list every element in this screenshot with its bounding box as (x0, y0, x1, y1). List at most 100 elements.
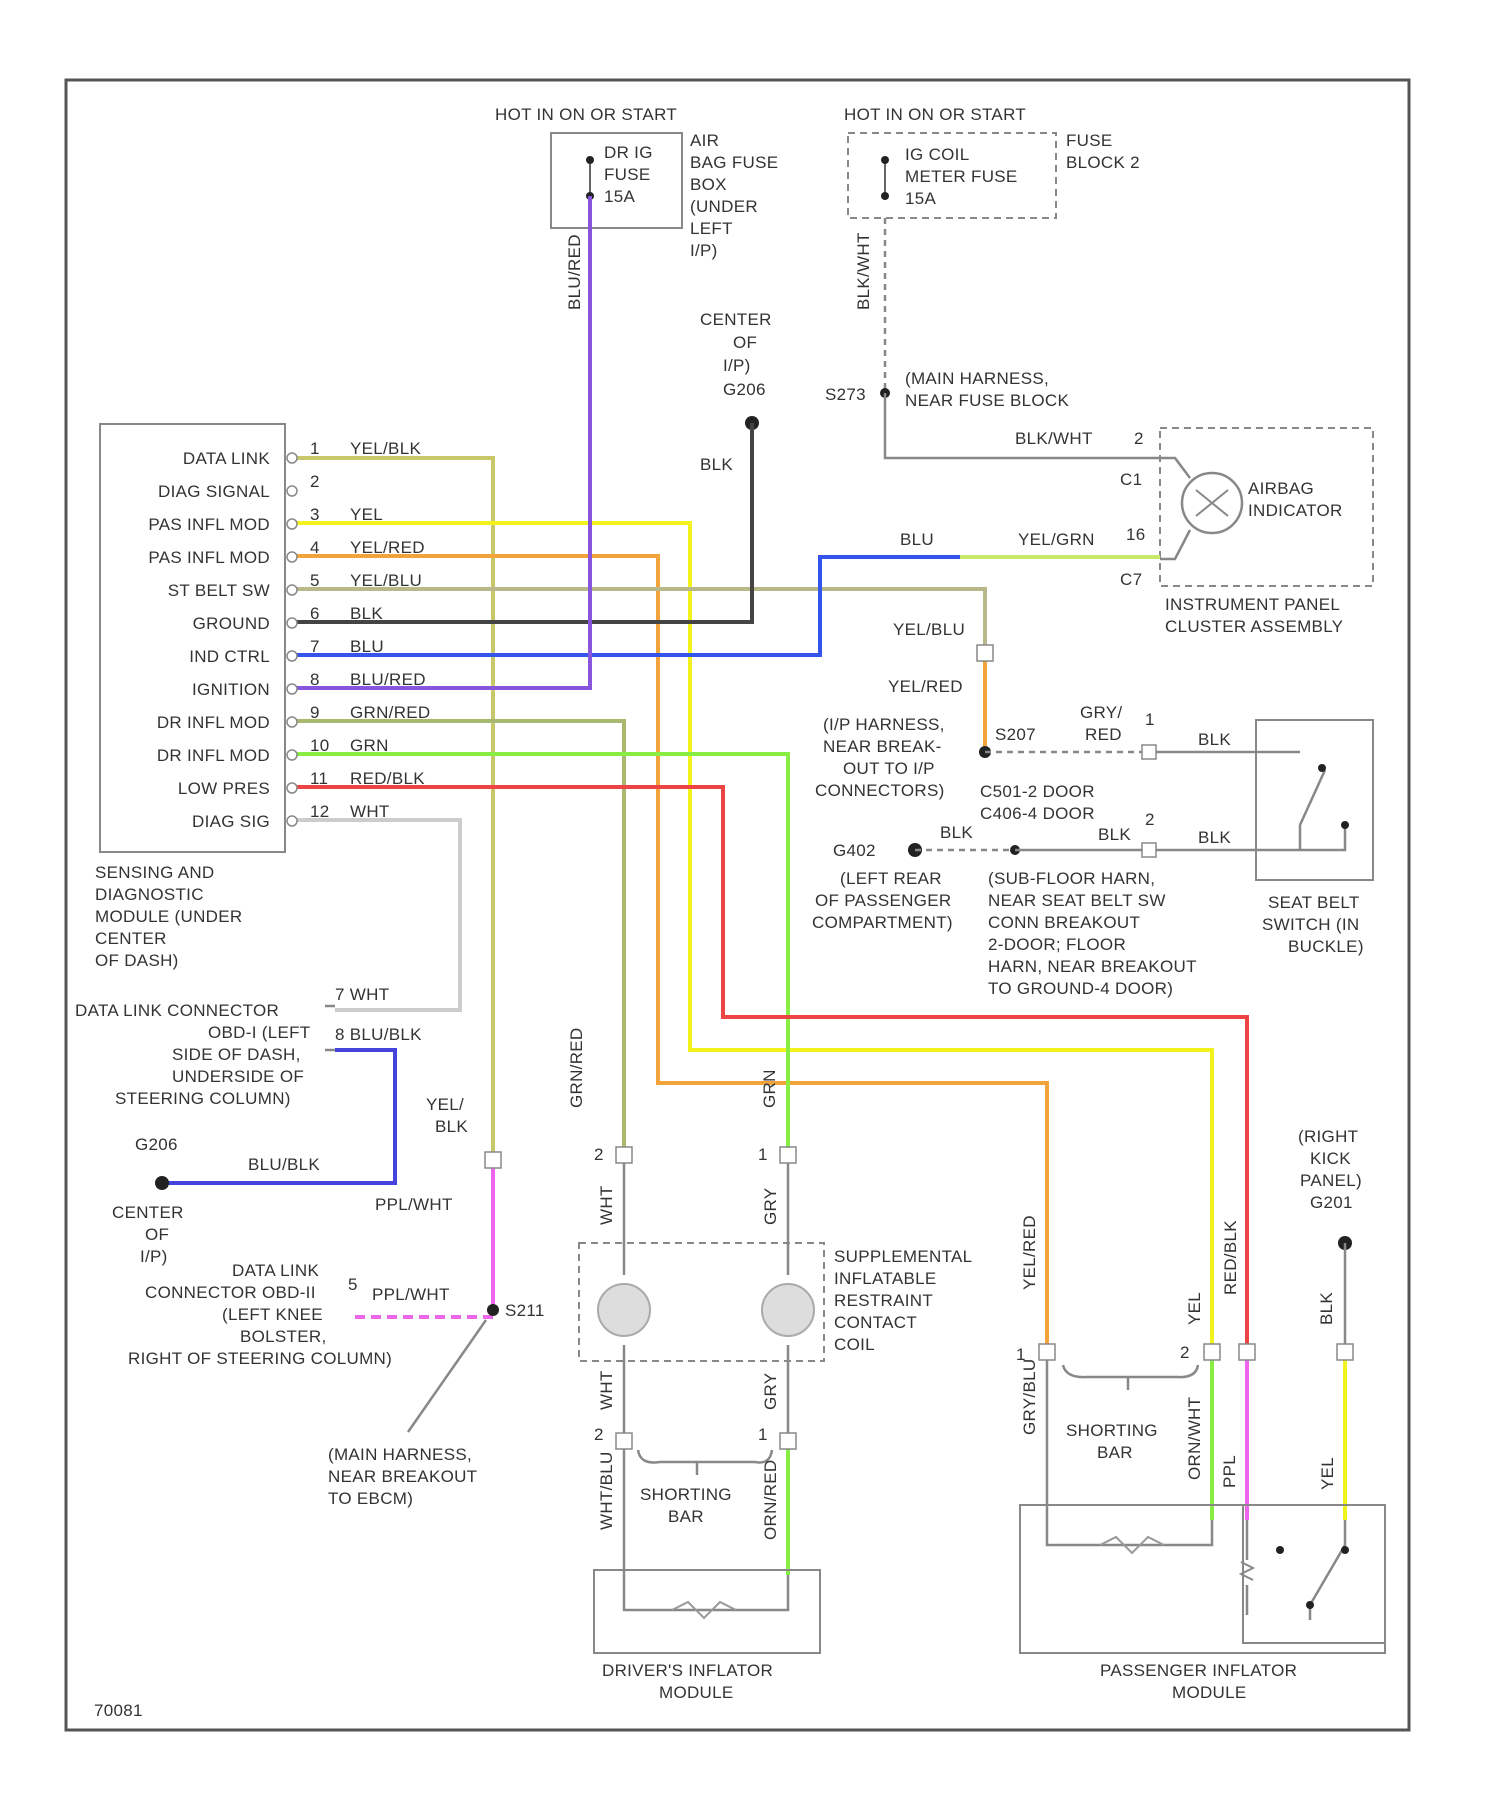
dlc-pin8: 8 BLU/BLK (335, 1025, 422, 1044)
g206-top-l1: CENTER (700, 310, 772, 329)
pass-shorting-l2: BAR (1097, 1443, 1133, 1462)
module-pin-terminal (287, 585, 297, 595)
seatbelt-switch-pivot (1318, 764, 1326, 772)
indicator-pin-c7: C7 (1120, 570, 1142, 589)
seatbelt-pin2: 2 (1145, 810, 1155, 829)
pass-switch-contact-2 (1306, 1601, 1314, 1609)
ground-g206-left (155, 1176, 169, 1190)
driver-module-l2: MODULE (659, 1683, 734, 1702)
driver-shorting-l1: SHORTING (640, 1485, 732, 1504)
dlc-left-l2: OBD-I (LEFT (208, 1023, 310, 1042)
fuse-r-l1: IG COIL (905, 145, 969, 164)
contact-coil-left-icon (598, 1284, 650, 1336)
g402-id: G402 (833, 841, 876, 860)
module-pin-label: IGNITION (192, 680, 270, 699)
floor-label-l5: HARN, NEAR BREAKOUT (988, 957, 1197, 976)
pass-wire-gry-blu: GRY/BLU (1020, 1359, 1039, 1435)
driver-shorting-l2: BAR (668, 1507, 704, 1526)
seatbelt-c-l2: C406-4 DOOR (980, 804, 1095, 823)
module-caption-l2: DIAGNOSTIC (95, 885, 204, 904)
seatbelt-harness-l4: CONNECTORS) (815, 781, 945, 800)
pass-switch-wires (1247, 1520, 1345, 1620)
module-pin-label: DATA LINK (183, 449, 270, 468)
module-pin-label: IND CTRL (189, 647, 270, 666)
box-label-l1: AIR (690, 131, 719, 150)
yel-blk-drop-l1: YEL/ (426, 1095, 464, 1114)
fuse-contact-top (586, 156, 594, 164)
floor-label-l1: (SUB-FLOOR HARN, (988, 869, 1155, 888)
pass-ground-l3: PANEL) (1300, 1171, 1362, 1190)
dlc-right-l5: RIGHT OF STEERING COLUMN) (128, 1349, 392, 1368)
wire-yel-blu (292, 589, 985, 645)
yel-blk-drop-l2: BLK (435, 1117, 468, 1136)
driver-pin-top-1: 1 (758, 1145, 768, 1164)
pass-wire-yel-lower: YEL (1318, 1457, 1337, 1490)
g206-left-l2: OF (145, 1225, 169, 1244)
driver-wht-label-2: WHT (597, 1370, 616, 1410)
seatbelt-blk-bottom: BLK (1198, 828, 1231, 847)
driver-connector-top-2 (616, 1147, 632, 1163)
floor-label-l3: CONN BREAKOUT (988, 913, 1140, 932)
dlc-right-pin: 5 (348, 1275, 358, 1294)
g206-top-l3: I/P) (723, 356, 751, 375)
indicator-lead-top (1160, 458, 1190, 478)
module-pin-group: DATA LINK1YEL/BLKDIAG SIGNAL2PAS INFL MO… (148, 439, 430, 831)
indicator-label-l1: AIRBAG (1248, 479, 1314, 498)
dlc-right-wire: PPL/WHT (372, 1285, 450, 1304)
module-caption-l5: OF DASH) (95, 951, 179, 970)
splice-s211-id: S211 (505, 1301, 545, 1320)
g206-top-l2: OF (733, 333, 757, 352)
pass-switch-contact (1276, 1546, 1284, 1554)
module-pin-terminal (287, 552, 297, 562)
dlc-left-l4: UNDERSIDE OF (172, 1067, 304, 1086)
seat-belt-switch (1256, 720, 1373, 880)
pass-wire-blk: BLK (1317, 1292, 1336, 1325)
pass-ground-connector (1337, 1344, 1353, 1360)
pass-module-l1: PASSENGER INFLATOR (1100, 1661, 1297, 1680)
module-pin-terminal (287, 717, 297, 727)
driver-gry-label-2: GRY (761, 1373, 780, 1410)
fuse-r-contact-top (881, 156, 889, 164)
yel-blk-connector (485, 1152, 501, 1168)
fuse-block-label-l1: FUSE (1066, 131, 1113, 150)
cluster-label-l1: INSTRUMENT PANEL (1165, 595, 1340, 614)
seat-belt-switch-contacts (1256, 752, 1345, 850)
g206-left-l1: CENTER (112, 1203, 184, 1222)
module-pin-label: PAS INFL MOD (148, 515, 270, 534)
floor-blk: BLK (1098, 825, 1131, 844)
box-label-l5: LEFT (690, 219, 733, 238)
seatbelt-switch-l2: SWITCH (IN (1262, 915, 1359, 934)
module-pin-terminals (287, 453, 297, 826)
wire-label-blu-red: BLU/RED (565, 234, 584, 310)
seatbelt-connector (977, 645, 993, 661)
dlc-left-l3: SIDE OF DASH, (172, 1045, 301, 1064)
s211-note-l1: (MAIN HARNESS, (328, 1445, 472, 1464)
wire-label-yel-grn: YEL/GRN (1018, 530, 1095, 549)
pass-switch-pivot (1341, 1546, 1349, 1554)
floor-label-l2: NEAR SEAT BELT SW (988, 891, 1166, 910)
module-pin-terminal (287, 684, 297, 694)
wire-group (162, 196, 1345, 1575)
module-pin-label: DIAG SIG (192, 812, 270, 831)
dlc-left-l1: DATA LINK CONNECTOR (75, 1001, 279, 1020)
dlc-right-l2: CONNECTOR OBD-II (145, 1283, 316, 1302)
g206-left-l3: I/P) (140, 1247, 168, 1266)
driver-connector-bottom-2 (616, 1433, 632, 1449)
splice-s207-id: S207 (995, 725, 1036, 744)
pass-wire-yel-red: YEL/RED (1020, 1215, 1039, 1290)
g206-top-l4: G206 (723, 380, 766, 399)
wire-yel (292, 523, 1212, 1344)
fuse-r-l2: METER FUSE (905, 167, 1018, 186)
seatbelt-blk-top: BLK (1198, 730, 1231, 749)
box-label-l2: BAG FUSE (690, 153, 778, 172)
pass-ground-l1: (RIGHT (1298, 1127, 1358, 1146)
driver-inflator-module (594, 1570, 820, 1653)
seatbelt-yel-blu: YEL/BLU (893, 620, 965, 639)
dlc-left-l5: STEERING COLUMN) (115, 1089, 291, 1108)
wire-label-blk-g206: BLK (700, 455, 733, 474)
seatbelt-c-l1: C501-2 DOOR (980, 782, 1095, 801)
g206-left-id: G206 (135, 1135, 178, 1154)
module-caption-l4: CENTER (95, 929, 167, 948)
indicator-lead-bottom (1160, 530, 1190, 559)
driver-module-l1: DRIVER'S INFLATOR (602, 1661, 773, 1680)
